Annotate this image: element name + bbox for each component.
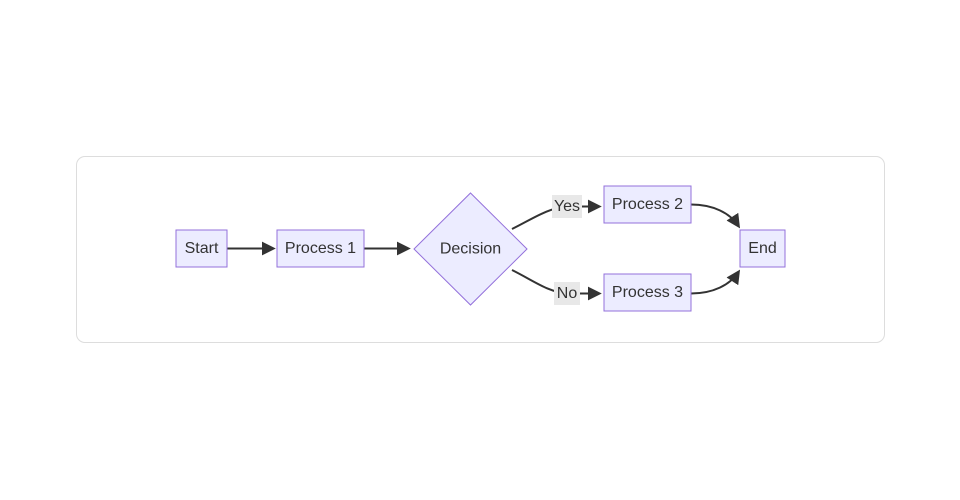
edge-label-yes: Yes — [552, 195, 582, 218]
node-process3: Process 3 — [603, 273, 692, 312]
diagram-card: Yes No Start Process 1 Decision Pr — [76, 156, 885, 343]
node-start-shape — [175, 229, 228, 268]
node-start: Start — [175, 229, 228, 268]
node-process2-label: Process 2 — [612, 196, 683, 213]
node-end-label: End — [748, 240, 776, 257]
node-decision-label: Decision — [440, 241, 501, 258]
edge-label-yes-text: Yes — [554, 198, 580, 215]
node-decision-shape — [413, 192, 528, 306]
node-process2-shape — [603, 185, 692, 224]
node-end: End — [739, 229, 786, 268]
node-start-label: Start — [185, 240, 219, 257]
node-process1: Process 1 — [276, 229, 365, 268]
node-decision: Decision — [413, 192, 528, 306]
node-process1-shape — [276, 229, 365, 268]
edge-label-no-text: No — [557, 285, 578, 302]
edge-label-yes-bg — [552, 195, 582, 218]
node-process3-shape — [603, 273, 692, 312]
node-process1-label: Process 1 — [285, 240, 356, 257]
node-process2: Process 2 — [603, 185, 692, 224]
flowchart-svg: Yes No Start Process 1 Decision Pr — [175, 185, 786, 312]
node-process3-label: Process 3 — [612, 284, 683, 301]
edge-label-no-bg — [554, 282, 580, 305]
edge-label-no: No — [554, 282, 580, 305]
edge-process3-end — [690, 269, 741, 295]
edge-process2-end — [690, 203, 741, 229]
node-end-shape — [739, 229, 786, 268]
